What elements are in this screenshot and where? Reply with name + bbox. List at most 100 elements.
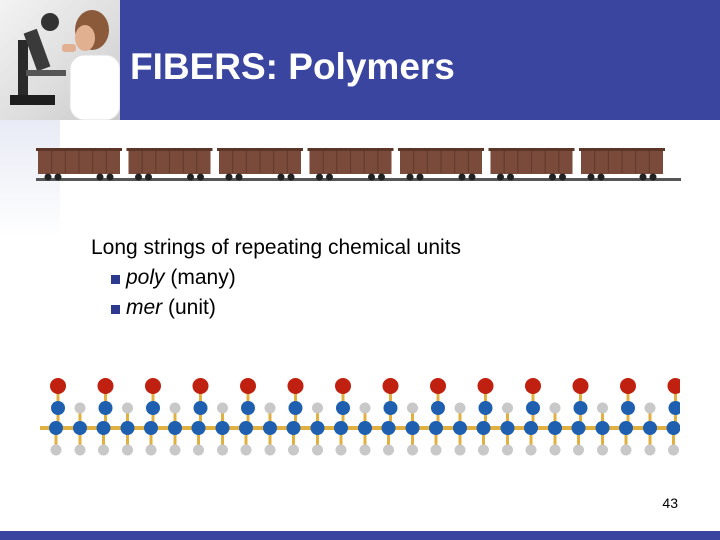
title-bar — [0, 0, 720, 120]
carbon-atom — [429, 421, 443, 435]
carbon-atom — [51, 401, 65, 415]
carbon-atom — [334, 421, 348, 435]
hydrogen-atom — [217, 444, 228, 456]
boxcar — [488, 148, 575, 181]
page-number: 43 — [662, 495, 678, 511]
carbon-atom — [383, 401, 398, 415]
bullet-marker-icon — [111, 305, 120, 314]
oxygen-atom — [145, 378, 161, 394]
oxygen-atom — [430, 378, 446, 394]
oxygen-atom — [477, 378, 494, 394]
carbon-atom — [120, 421, 135, 435]
boxcar — [217, 148, 303, 181]
hydrogen-atom — [454, 402, 466, 414]
oxygen-atom — [97, 378, 114, 394]
carbon-atom — [619, 421, 633, 435]
carbon-atom — [286, 421, 301, 435]
carbon-atom — [191, 421, 206, 435]
carbon-atom — [263, 421, 277, 435]
rail-track — [36, 178, 681, 181]
carbon-atom — [476, 421, 491, 435]
hydrogen-atom — [193, 444, 204, 456]
carbon-atom — [621, 401, 635, 415]
hydrogen-atom — [145, 444, 157, 456]
carbon-atom — [668, 401, 680, 415]
hydrogen-atom — [597, 444, 608, 456]
carbon-atom — [193, 401, 208, 415]
carbon-atom — [98, 401, 113, 415]
carbon-atom — [500, 421, 515, 435]
carbon-atom — [666, 421, 680, 435]
carbon-atom — [241, 401, 255, 415]
hydrogen-atom — [312, 402, 323, 414]
oxygen-atom — [667, 378, 680, 394]
hydrogen-atom — [549, 402, 561, 414]
boxcar — [579, 148, 665, 181]
hydrogen-atom — [288, 444, 299, 456]
boxcar — [307, 148, 394, 181]
carbon-atom — [49, 421, 63, 435]
polymer-molecule-image — [40, 378, 680, 456]
carbon-atom — [595, 421, 610, 435]
hydrogen-atom — [74, 444, 86, 456]
hydrogen-atom — [668, 444, 679, 456]
footer-bar — [0, 531, 720, 540]
bullet-list: Long strings of repeating chemical units… — [91, 233, 461, 323]
hydrogen-atom — [454, 444, 466, 456]
hydrogen-atom — [597, 402, 608, 414]
carbon-atom — [548, 421, 562, 435]
hydrogen-atom — [383, 444, 394, 456]
bullet-item-poly: poly (many) — [91, 263, 461, 293]
carbon-atom — [431, 401, 445, 415]
microscope-illustration — [10, 10, 120, 120]
hydrogen-atom — [98, 444, 109, 456]
hydrogen-atom — [359, 402, 371, 414]
carbon-atom — [168, 421, 182, 435]
hydrogen-atom — [312, 444, 323, 456]
oxygen-atom — [192, 378, 209, 394]
oxygen-atom — [525, 378, 541, 394]
hydrogen-atom — [50, 444, 62, 456]
hydrogen-atom — [169, 444, 181, 456]
hydrogen-atom — [525, 444, 537, 456]
hydrogen-atom — [74, 402, 86, 414]
hydrogen-atom — [573, 444, 584, 456]
hydrogen-atom — [502, 444, 513, 456]
carbon-atom — [478, 401, 493, 415]
carbon-atom — [524, 421, 538, 435]
scientist-microscope-image — [0, 0, 120, 120]
lead-text: Long strings of repeating chemical units — [91, 236, 462, 259]
carbon-atom — [239, 421, 253, 435]
carbon-atom — [288, 401, 303, 415]
hydrogen-atom — [549, 444, 561, 456]
bullet-term: poly — [126, 266, 165, 289]
hydrogen-atom — [122, 444, 133, 456]
carbon-atom — [310, 421, 325, 435]
carbon-atom — [358, 421, 372, 435]
hydrogen-atom — [644, 402, 656, 414]
hydrogen-atom — [407, 444, 418, 456]
hydrogen-atom — [502, 402, 513, 414]
freight-train-image — [36, 148, 681, 181]
carbon-atom — [405, 421, 420, 435]
bullet-meaning: (many) — [164, 266, 236, 289]
hydrogen-atom — [359, 444, 371, 456]
slide-title: FIBERS: Polymers — [130, 46, 455, 87]
hydrogen-atom — [264, 402, 276, 414]
oxygen-atom — [620, 378, 636, 394]
oxygen-atom — [572, 378, 589, 394]
carbon-atom — [336, 401, 350, 415]
carbon-atom — [144, 421, 158, 435]
oxygen-atom — [50, 378, 66, 394]
hydrogen-atom — [407, 402, 418, 414]
oxygen-atom — [287, 378, 304, 394]
hydrogen-atom — [644, 444, 656, 456]
oxygen-atom — [382, 378, 399, 394]
carbon-atom — [215, 421, 230, 435]
carbon-atom — [73, 421, 87, 435]
hydrogen-atom — [169, 402, 181, 414]
hydrogen-atom — [217, 402, 228, 414]
bullet-marker-icon — [111, 275, 120, 284]
oxygen-atom — [335, 378, 351, 394]
hydrogen-atom — [122, 402, 133, 414]
